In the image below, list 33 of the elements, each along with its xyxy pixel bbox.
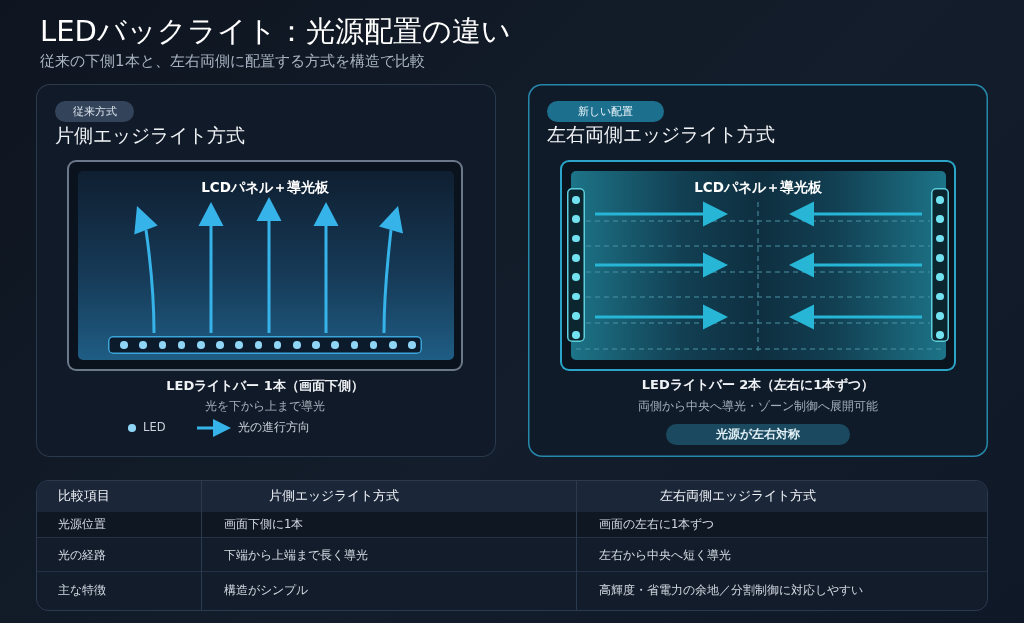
comparison-value: 高輝度・省電力の余地／分割制御に対応しやすい bbox=[599, 584, 863, 598]
page-title: LEDバックライト：光源配置の違い bbox=[40, 15, 511, 49]
column-heading: 左右両側エッジライト方式 bbox=[660, 488, 816, 504]
light-bar-note: 両側から中央へ導光・ゾーン制御へ展開可能 bbox=[638, 400, 878, 414]
feature-tag: 光源が左右対称 bbox=[666, 424, 850, 445]
page-subtitle: 従来の下側1本と、左右両側に配置する方式を構造で比較 bbox=[40, 53, 425, 71]
light-bar-caption: LEDライトバー 2本（左右に1本ずつ） bbox=[641, 377, 875, 393]
legend-label: 光の進行方向 bbox=[238, 421, 310, 435]
comparison-value: 画面下側に1本 bbox=[224, 518, 304, 532]
panel-label: LCDパネル＋導光板 bbox=[694, 180, 822, 196]
panel-card bbox=[36, 84, 496, 457]
category-badge: 従来方式 bbox=[55, 101, 134, 122]
row-label: 主な特徴 bbox=[58, 584, 106, 598]
comparison-value: 下端から上端まで長く導光 bbox=[224, 549, 368, 563]
comparison-value: 構造がシンプル bbox=[224, 584, 308, 598]
panel-heading: 片側エッジライト方式 bbox=[55, 125, 245, 147]
legend-label: LED bbox=[143, 421, 166, 435]
screen-frame bbox=[560, 160, 956, 371]
light-bar-caption: LEDライトバー 1本（画面下側） bbox=[166, 378, 364, 394]
led-light-bar bbox=[108, 336, 422, 354]
panel-label: LCDパネル＋導光板 bbox=[201, 180, 329, 196]
category-badge: 新しい配置 bbox=[547, 101, 664, 122]
column-heading: 比較項目 bbox=[58, 488, 110, 504]
row-label: 光の経路 bbox=[58, 549, 106, 563]
light-bar-note: 光を下から上まで導光 bbox=[205, 400, 325, 414]
led-light-bar bbox=[931, 188, 949, 342]
panel-heading: 左右両側エッジライト方式 bbox=[547, 124, 775, 146]
row-label: 光源位置 bbox=[58, 518, 106, 532]
comparison-value: 左右から中央へ短く導光 bbox=[599, 549, 731, 563]
comparison-value: 画面の左右に1本ずつ bbox=[599, 518, 715, 532]
column-heading: 片側エッジライト方式 bbox=[269, 488, 399, 504]
panel-card bbox=[528, 84, 988, 457]
led-light-bar bbox=[567, 188, 585, 342]
